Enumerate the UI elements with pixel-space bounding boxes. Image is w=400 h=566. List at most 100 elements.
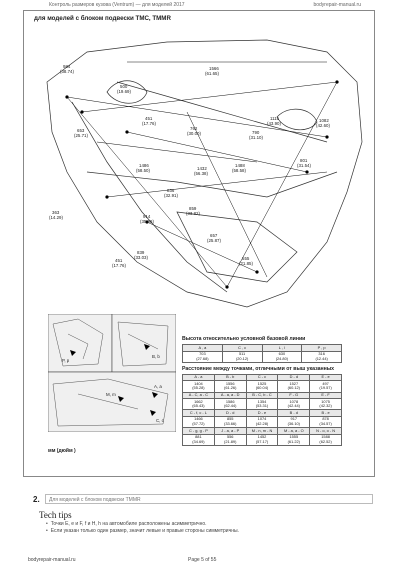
- table-cell: 1525 (60.04): [245, 380, 279, 393]
- point-d: [325, 135, 329, 139]
- label-801: 801(31.54): [297, 158, 311, 168]
- body-outline: [46, 39, 363, 308]
- label-762: 762(30.00): [187, 126, 201, 136]
- table-header: D - e: [245, 409, 279, 417]
- arrow-m-icon: [118, 396, 124, 402]
- footer-page-number: Page 5 of 55: [188, 557, 217, 563]
- label-790: 790(31.10): [249, 130, 263, 140]
- table-cell: 1354 (53.31): [245, 398, 279, 411]
- thumb-label-p: P, p: [62, 358, 70, 363]
- distance-table-title: Расстояние между точками, отличными от в…: [182, 365, 335, 372]
- point-j: [145, 220, 149, 224]
- footer-site-link[interactable]: bodyrepair-manual.ru: [28, 557, 76, 563]
- label-859: 859(33.82): [186, 206, 200, 216]
- label-555: 555(21.85): [239, 256, 253, 266]
- table-cell: 556 (21.89): [213, 433, 247, 446]
- table-header: M - n, m - N: [245, 427, 279, 435]
- point-i: [255, 270, 259, 274]
- table-cell: 1586 (62.44): [213, 398, 247, 411]
- table-header: C - f, c - L: [182, 409, 215, 417]
- page-footer: bodyrepair-manual.ru Page 5 of 55: [28, 557, 373, 563]
- detail-thumbnails: P, p B, b M, m A, a C, c: [47, 313, 177, 433]
- table-cell: 917 (36.10): [277, 415, 311, 429]
- label-839: 839(33.03): [134, 250, 148, 260]
- thumb-top-right: [111, 313, 177, 373]
- arrow-a-icon: [152, 392, 158, 398]
- label-914: 914(35.98): [140, 214, 154, 224]
- table-header: A - C, a - C: [182, 391, 215, 400]
- floor-panel: [176, 211, 298, 283]
- table-header: A - a: [182, 373, 215, 382]
- table-cell: 497 (19.57): [309, 380, 342, 393]
- table-header: P , p: [301, 344, 342, 352]
- step-2-box[interactable]: Для моделей с блоком подвески TMMR: [45, 494, 373, 504]
- label-1566: 1566(61.65): [205, 66, 219, 76]
- table-cell: 1588 (62.52): [309, 433, 342, 446]
- header-title: Контроль размеров кузова (Ventrum) — для…: [49, 2, 185, 8]
- label-836: 836(32.91): [164, 188, 178, 198]
- header-site: bodyrepair-manual.ru: [313, 2, 361, 8]
- table-header: E - F: [309, 391, 342, 400]
- table-cell: 316 (12.44): [301, 350, 342, 363]
- table-cell: 1555 (61.22): [277, 433, 311, 446]
- step-number: 2.: [33, 495, 40, 504]
- table-cell: 878 (34.57): [309, 415, 342, 429]
- tech-tip-item: Точки E, e и F, f и H, h на автомобиле р…: [46, 521, 366, 528]
- label-653: 653(25.71): [74, 128, 88, 138]
- arrow-p-icon: [70, 350, 76, 356]
- table-header: N - o, o - N: [309, 427, 342, 435]
- table-cell: 1662 (65.43): [182, 398, 215, 411]
- height-table: A , a C , c L , l P , p 703 (27.68) 511 …: [182, 344, 342, 363]
- table-cell: 1556 (61.26): [213, 380, 247, 393]
- table-cell: 1466 (57.72): [182, 415, 215, 429]
- table-header: L , l: [261, 344, 303, 352]
- table-header: C , c: [221, 344, 263, 352]
- crossmember: [86, 171, 338, 198]
- table-cell: 630 (24.80): [261, 350, 303, 363]
- distance-table: A - a B - b C - c D - d E - e 1404 (55.2…: [182, 373, 342, 446]
- dimension-tables: Высота относительно условной базовой лин…: [182, 336, 342, 449]
- document-frame: [23, 10, 375, 477]
- table-header: B - C, b - C: [245, 391, 279, 400]
- table-header: F - G: [277, 391, 311, 400]
- strut-tower-left: [106, 80, 148, 104]
- label-363: 363(14.29): [49, 210, 63, 220]
- point-a: [65, 95, 69, 99]
- label-1488: 1488(58.58): [232, 163, 246, 173]
- table-header: B - b: [213, 373, 247, 382]
- label-500: 500(19.69): [117, 84, 131, 94]
- point-f: [105, 195, 109, 199]
- table-cell: 1075 (42.32): [309, 398, 342, 411]
- inner-rail-right: [116, 81, 328, 143]
- table-header: B - d: [277, 409, 311, 417]
- table-cell: 1074 (42.28): [245, 415, 279, 429]
- inner-rail-left: [71, 101, 228, 293]
- thumb-label-c: C, c: [156, 418, 165, 423]
- point-h: [225, 285, 229, 289]
- label-1432: 1432(56.38): [194, 166, 208, 176]
- table-header: E - e: [309, 373, 342, 382]
- point-c: [125, 130, 129, 134]
- thumb-label-m: M, m: [106, 392, 116, 397]
- label-451: 451(17.76): [142, 116, 156, 126]
- tech-tips-title: Tech tips: [39, 510, 72, 520]
- thumb-label-b: B, b: [152, 354, 160, 359]
- label-657: 657(25.87): [207, 233, 221, 243]
- table-header: A - a, a - D: [213, 391, 247, 400]
- table-header: A , a: [182, 344, 223, 352]
- table-header: C - c: [245, 373, 279, 382]
- thumbnail-grid: P, p B, b M, m A, a C, c: [47, 313, 177, 433]
- table-cell: 703 (27.68): [182, 350, 223, 363]
- label-1082: 1082(42.60): [316, 118, 330, 128]
- strut-tower-right: [276, 108, 318, 130]
- thumb-label-a: A, a: [154, 384, 162, 389]
- table-header: C - g, g - P: [182, 427, 215, 435]
- table-cell: 881 (34.69): [182, 433, 215, 446]
- label-451b: 451(17.76): [112, 258, 126, 268]
- table-header: D - d: [277, 373, 311, 382]
- table-cell: 1452 (57.17): [245, 433, 279, 446]
- tech-tips-list: Точки E, e и F, f и H, h на автомобиле р…: [46, 521, 366, 535]
- units-caption: мм (дюйм ): [48, 448, 76, 454]
- body-dimension-diagram: 984(38.74) 1566(61.65) 500(19.69) 653(25…: [46, 39, 363, 308]
- table-cell: 1404 (55.28): [182, 380, 215, 393]
